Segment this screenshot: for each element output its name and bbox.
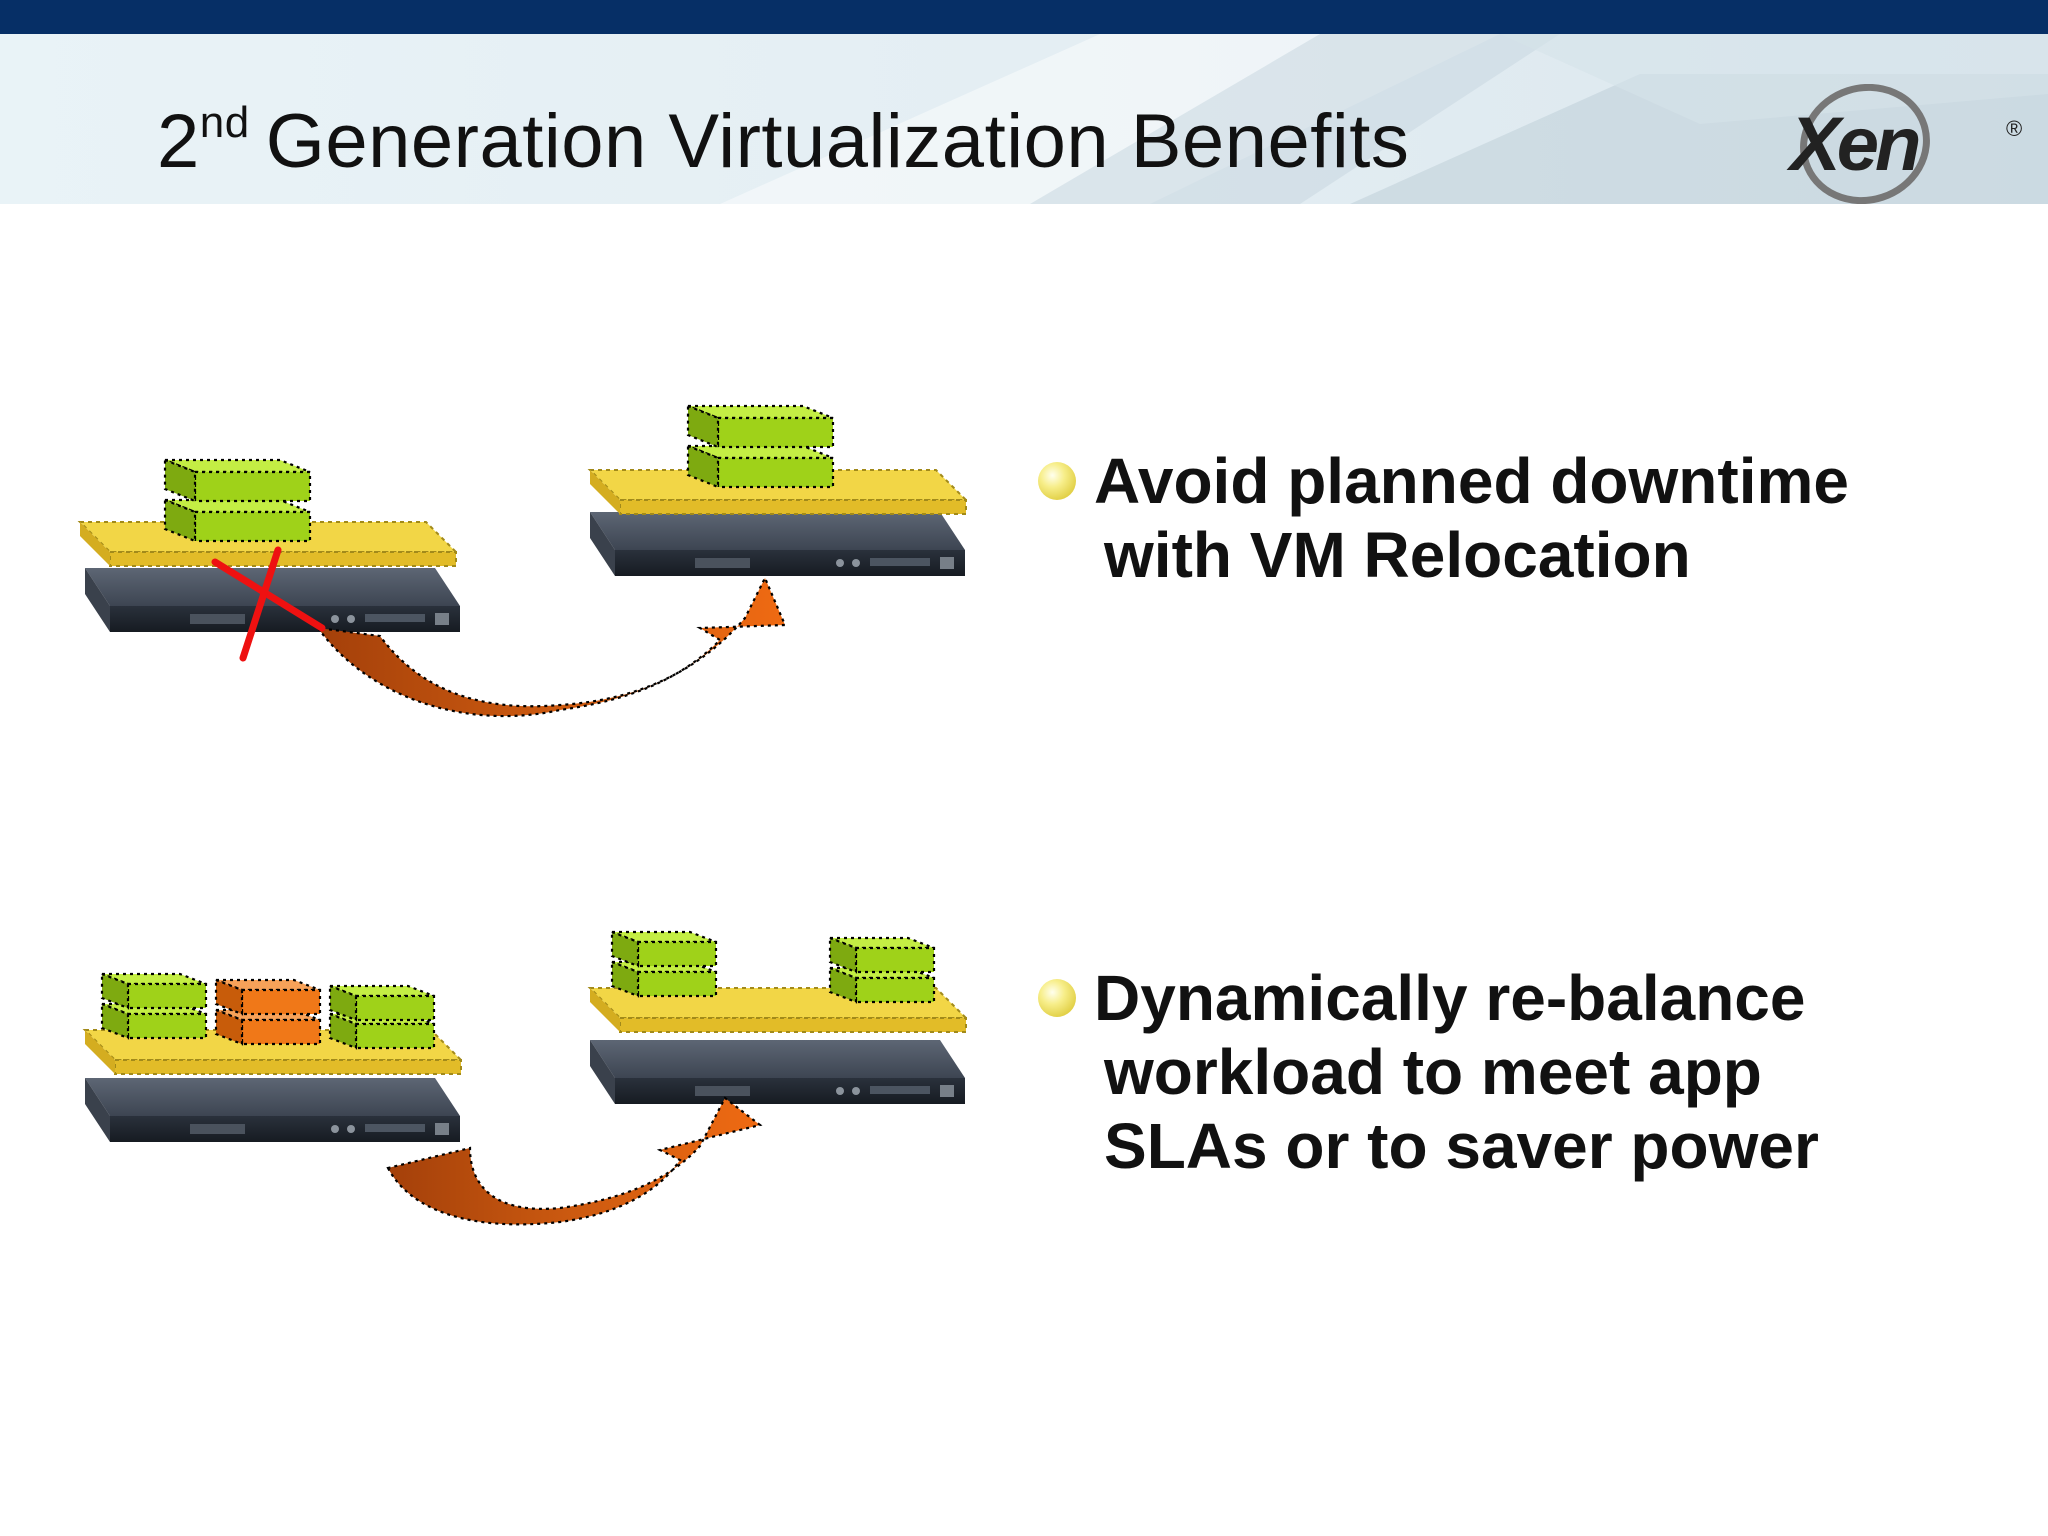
fail-x-icon (211, 546, 326, 662)
vm-block-icon (610, 930, 718, 968)
bullet-line: with VM Relocation (1104, 519, 1691, 591)
migration-arrow-icon (386, 1096, 763, 1226)
vm-block-icon (163, 498, 312, 543)
svg-text:®: ® (2006, 116, 2022, 141)
migration-arrow-icon (315, 575, 787, 718)
bullet-dot-icon (1038, 462, 1076, 500)
header-decoration (720, 34, 2048, 204)
xen-logo: Xen ® (1786, 84, 2022, 204)
bullet-item: Dynamically re-balance workload to meet … (1038, 961, 2018, 1183)
vm-block-icon (100, 972, 208, 1010)
server-icon (590, 1040, 965, 1104)
bullet-line: Dynamically re-balance (1094, 962, 1806, 1034)
server-icon (85, 1078, 460, 1142)
vm-block-orange-icon (214, 978, 322, 1016)
bullet-dot-icon (1038, 979, 1076, 1017)
vm-block-icon (328, 984, 436, 1022)
bullet-line: Avoid planned downtime (1094, 445, 1849, 517)
vm-block-icon (686, 404, 835, 449)
vm-block-icon (163, 458, 312, 503)
server-icon (590, 512, 965, 576)
vm-block-icon (828, 936, 936, 974)
vm-block-icon (686, 444, 835, 489)
bullet-line: SLAs or to saver power (1104, 1110, 1819, 1182)
svg-text:Xen: Xen (1786, 102, 1919, 187)
top-bar (0, 0, 2048, 34)
bullet-item: Avoid planned downtime with VM Relocatio… (1038, 444, 2018, 592)
bullet-line: workload to meet app (1104, 1036, 1762, 1108)
